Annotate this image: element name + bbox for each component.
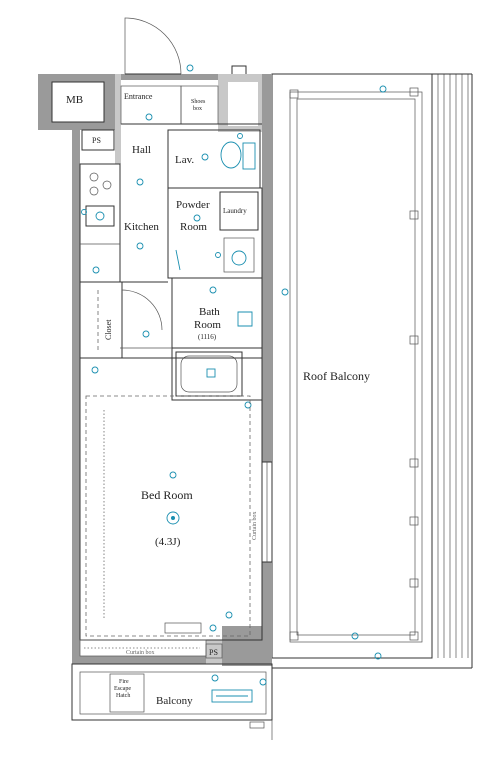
shoes-box-label: Shoes box (191, 99, 207, 112)
entrance-door (124, 17, 182, 75)
kitchen-label: Kitchen (124, 221, 159, 233)
fire-escape-line2: Escape (114, 686, 131, 692)
bath-room-area (171, 277, 263, 409)
balcony-label: Balcony (156, 695, 193, 707)
closet-area (79, 281, 163, 359)
fire-escape-line1: Fire (119, 679, 129, 685)
curtain-box-side-label: Curtain box (252, 512, 258, 541)
powder-room-label: Powder Room (176, 199, 212, 233)
powder-room-line2: Room (180, 221, 207, 233)
kitchen-area (79, 163, 168, 283)
fire-escape-label: Fire Escape Hatch (114, 679, 133, 699)
powder-room-line1: Powder (176, 199, 210, 211)
laundry-label: Laundry (223, 207, 247, 215)
curtain-box-bottom-label: Curtain box (126, 650, 155, 656)
bath-room-label: Bath Room (194, 306, 223, 331)
roof-balcony-label: Roof Balcony (303, 369, 370, 383)
bath-room-line2: Room (194, 319, 221, 331)
shoes-box-line2: box (193, 106, 202, 112)
unit-walls (38, 65, 272, 666)
mb-label: MB (66, 94, 83, 106)
bath-size-label: (1116) (198, 333, 217, 341)
hall-label: Hall (132, 144, 151, 156)
balcony-area (71, 663, 472, 740)
bath-room-line1: Bath (199, 306, 220, 318)
bed-room-label: Bed Room (141, 488, 193, 502)
bed-room-size-label: (4.3J) (155, 536, 181, 548)
fire-escape-line3: Hatch (116, 693, 130, 699)
closet-label: Closet (104, 319, 113, 340)
roof-balcony-area (271, 73, 473, 668)
ps-top-label: PS (92, 136, 101, 145)
ps-bottom-label: PS (209, 648, 218, 657)
bottom-strip (79, 639, 223, 659)
lav-label: Lav. (175, 154, 194, 166)
entrance-label: Entrance (124, 92, 153, 101)
shoes-box-line1: Shoes (191, 99, 206, 105)
